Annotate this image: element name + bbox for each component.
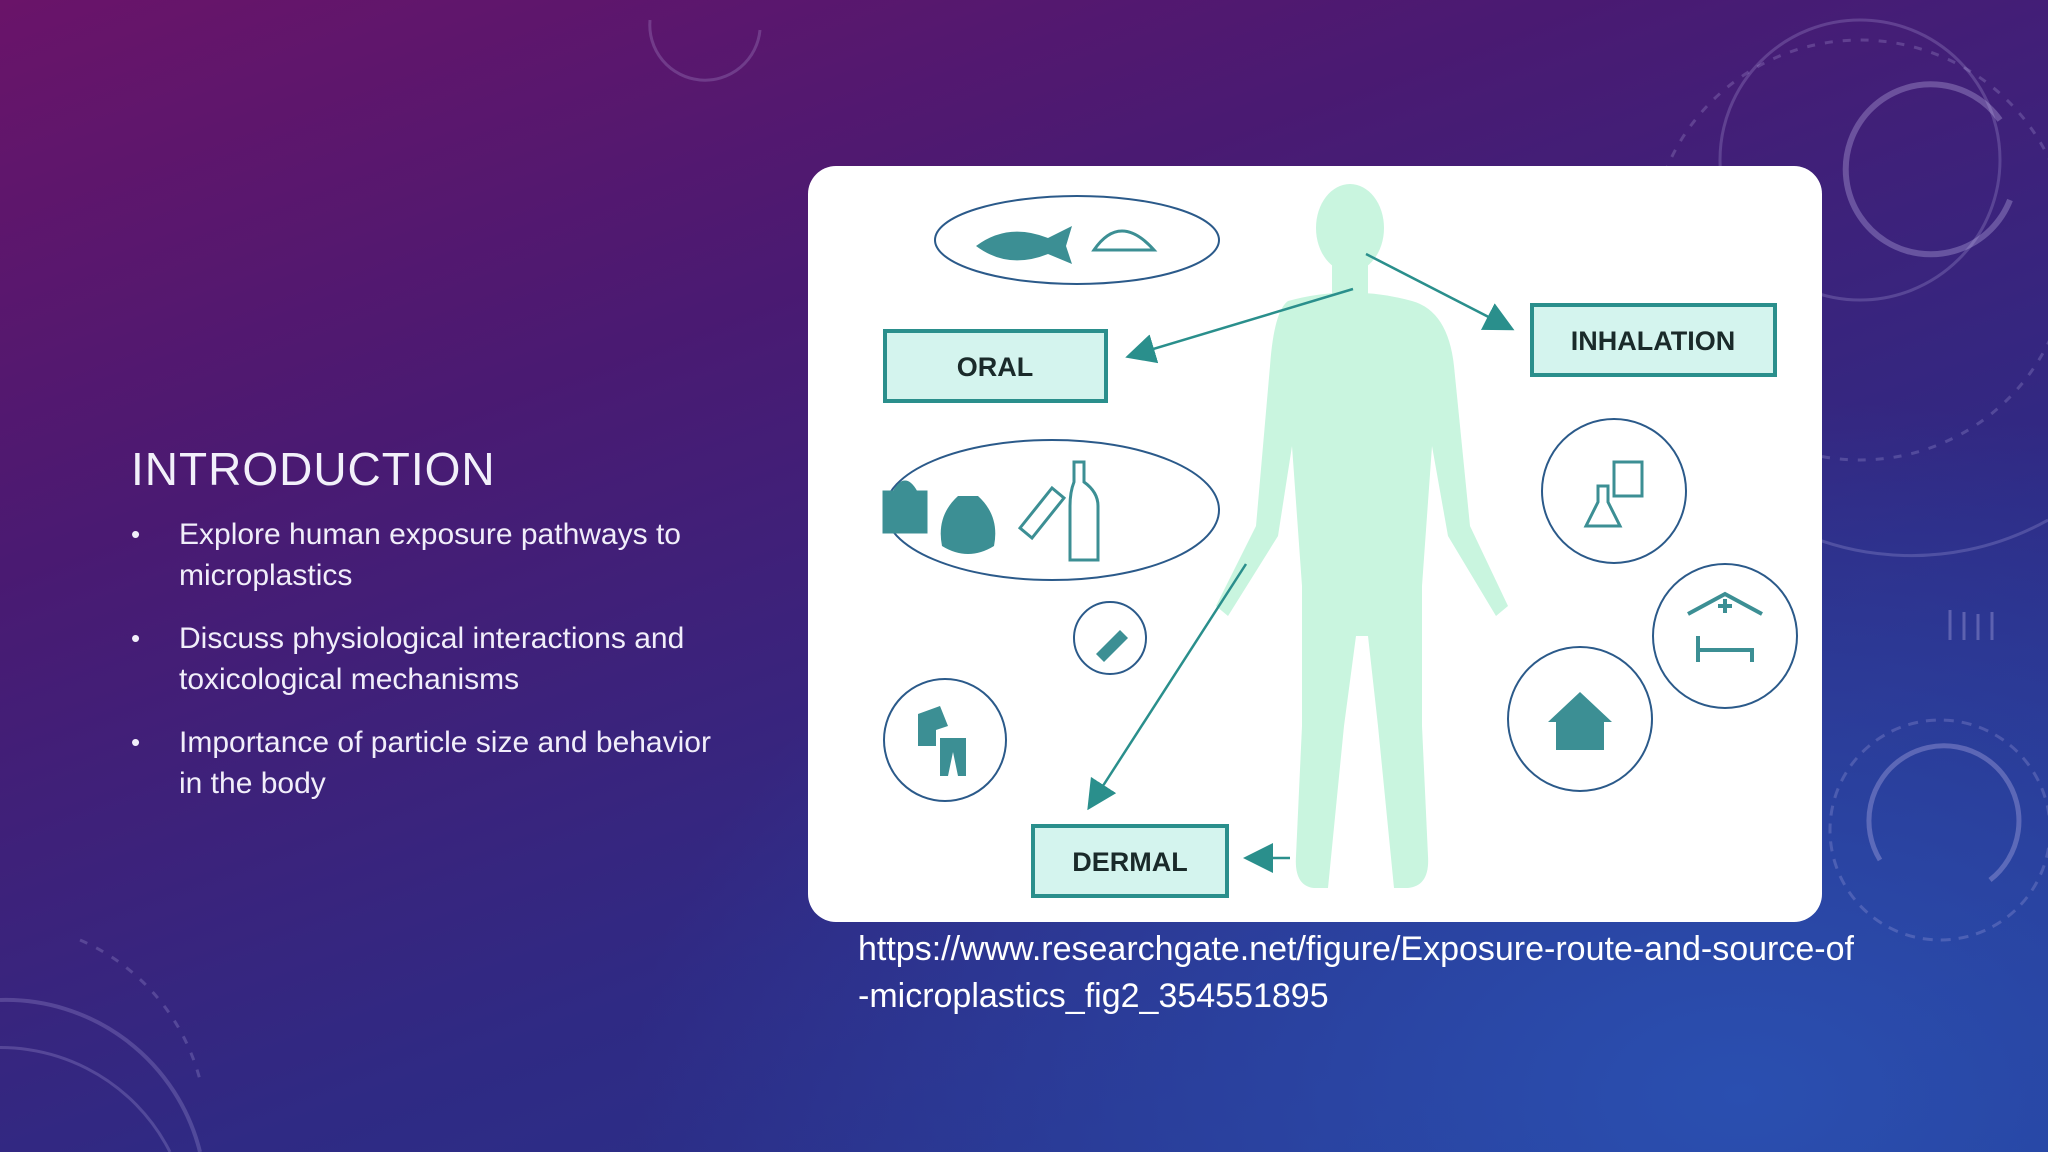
bullet-item: • Discuss physiological interactions and …	[131, 618, 731, 700]
fish-icon	[976, 226, 1072, 264]
lipstick-icon	[1096, 630, 1128, 662]
exposure-route-figure: ORAL INHALATION DERMAL	[808, 166, 1822, 922]
hospital-circle	[1652, 563, 1798, 709]
tube-icon	[1017, 485, 1067, 541]
clothes-icon	[918, 706, 966, 776]
consumer-products-oval	[884, 439, 1220, 581]
shopping-bag-icon	[882, 480, 928, 534]
lab-icon	[1583, 460, 1644, 528]
human-body-silhouette	[1216, 184, 1508, 888]
bullet-text: Importance of particle size and behavior…	[179, 726, 711, 800]
cosmetics-circle	[1073, 601, 1147, 675]
trash-bag-icon	[940, 496, 996, 554]
dermal-label-box: DERMAL	[1031, 824, 1229, 898]
lab-circle	[1541, 418, 1687, 564]
food-source-oval	[934, 195, 1220, 285]
clothing-circle	[883, 678, 1007, 802]
house-circle	[1507, 646, 1653, 792]
oral-label: ORAL	[957, 352, 1034, 382]
bottle-icon	[1068, 460, 1100, 562]
hospital-icon	[1687, 591, 1763, 662]
bullet-text: Explore human exposure pathways to micro…	[179, 518, 681, 592]
shell-icon	[1091, 229, 1158, 252]
exposure-arrows	[1087, 252, 1515, 873]
bullet-list: • Explore human exposure pathways to micr…	[131, 514, 731, 826]
bullet-item: • Explore human exposure pathways to micr…	[131, 514, 731, 596]
inhalation-label: INHALATION	[1571, 326, 1735, 356]
source-url[interactable]: https://www.researchgate.net/figure/Expo…	[858, 930, 1854, 1015]
exposure-diagram: ORAL INHALATION DERMAL	[882, 184, 1798, 898]
inhalation-label-box: INHALATION	[1530, 303, 1777, 377]
bullet-text: Discuss physiological interactions and t…	[179, 622, 685, 696]
bullet-icon: •	[131, 727, 141, 757]
slide-title: INTRODUCTION	[131, 443, 496, 495]
bullet-icon: •	[131, 623, 141, 653]
dermal-label: DERMAL	[1072, 847, 1188, 877]
oral-label-box: ORAL	[883, 329, 1108, 403]
bullet-icon: •	[131, 519, 141, 549]
bullet-item: • Importance of particle size and behavio…	[131, 722, 731, 804]
house-icon	[1548, 692, 1612, 750]
